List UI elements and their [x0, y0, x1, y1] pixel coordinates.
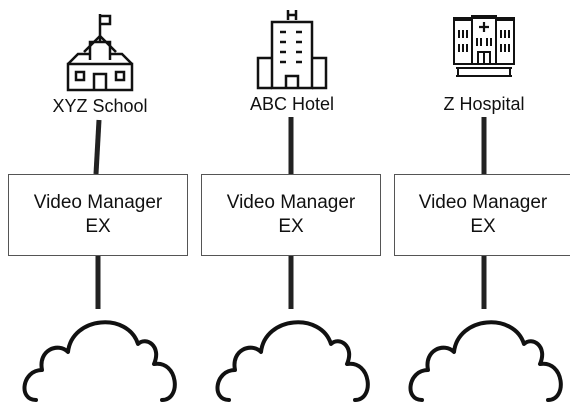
- video-manager-box-hospital: Video Manager EX: [394, 174, 570, 256]
- video-manager-edition: EX: [278, 216, 304, 237]
- connector-school-top: [93, 119, 102, 175]
- video-manager-box-hotel: Video Manager EX: [201, 174, 381, 256]
- school-icon: [66, 14, 134, 92]
- video-manager-box-school: Video Manager EX: [8, 174, 188, 256]
- cloud-icon-hospital: [408, 320, 563, 402]
- video-manager-title: Video Manager: [418, 192, 548, 213]
- cloud-icon-school: [22, 320, 177, 402]
- site-label-hospital: Z Hospital: [443, 94, 525, 114]
- site-label-school: XYZ School: [52, 96, 148, 116]
- video-manager-title: Video Manager: [33, 192, 163, 213]
- hospital-icon: [453, 15, 515, 77]
- cloud-icon-hotel: [215, 320, 370, 402]
- video-manager-edition: EX: [85, 216, 111, 237]
- video-manager-title: Video Manager: [226, 192, 356, 213]
- hotel-icon: [256, 10, 328, 90]
- site-label-hotel: ABC Hotel: [249, 94, 335, 114]
- video-manager-edition: EX: [470, 216, 496, 237]
